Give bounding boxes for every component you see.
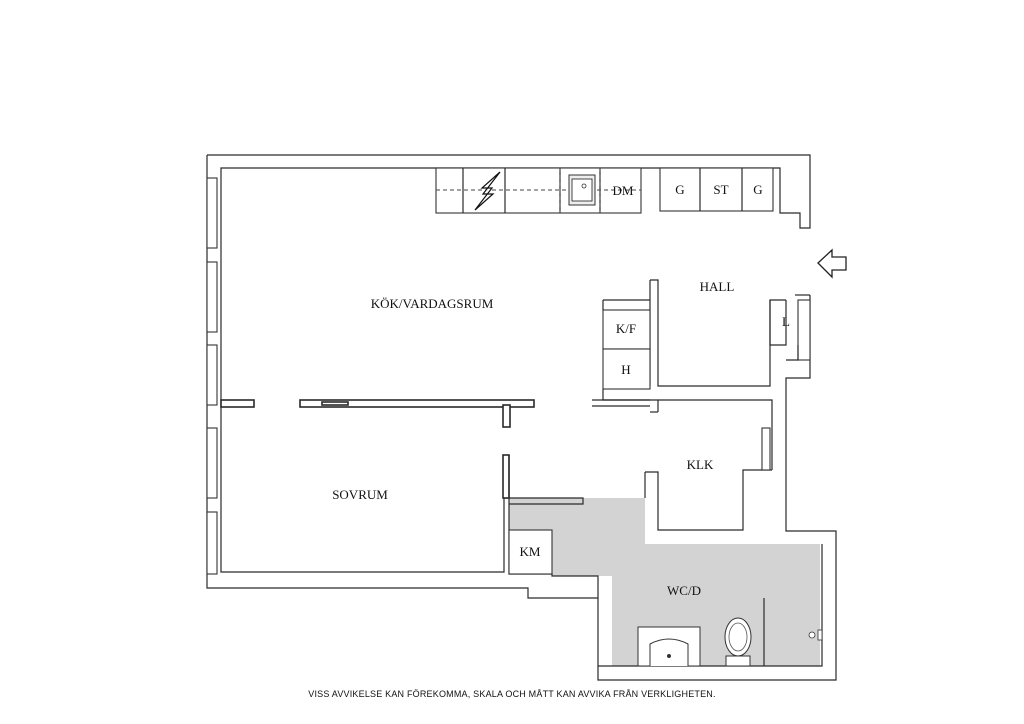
dishwasher-label: DM [613,183,634,198]
room-label-closet: KLK [687,457,714,472]
shelf-h-label: H [621,362,630,377]
floor-drain-icon [808,629,823,641]
stove-icon [474,171,501,211]
washing-machine-label: KM [520,544,541,559]
room-label-kitchen-living: KÖK/VARDAGSRUM [371,296,494,311]
toilet-icon [724,617,752,667]
room-label-bathroom: WC/D [667,583,701,598]
kitchen-sink-icon [568,174,596,206]
room-label-hall: HALL [700,279,735,294]
room-label-bedroom: SOVRUM [332,487,388,502]
hall-l-label: L [782,314,790,329]
disclaimer-text: VISS AVVIKELSE KAN FÖREKOMMA, SKALA OCH … [308,689,716,699]
entrance-arrow-icon [817,248,847,279]
fridge-freezer-label: K/F [616,321,636,336]
wardrobe-left-label: G [675,182,684,197]
wardrobe-middle-label: ST [713,182,728,197]
wardrobes [659,167,774,212]
washbasin-icon [637,626,701,667]
left-windows [206,177,218,575]
wardrobe-right-label: G [753,182,762,197]
washing-machine-box [508,529,553,575]
interior-walls [220,279,811,531]
fridge-units [602,299,651,401]
kitchen-counter [435,167,642,214]
